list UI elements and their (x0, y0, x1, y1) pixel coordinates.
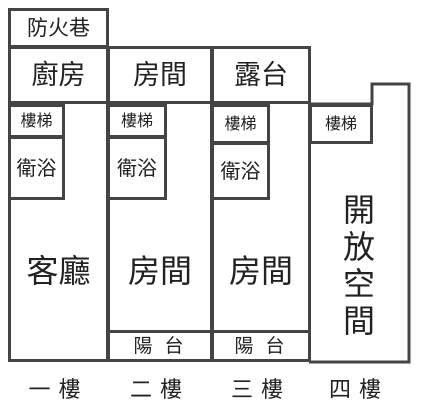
floor4-open-space-label: 開 放 空 間 (309, 176, 409, 356)
floor4-stair-label: 樓梯 (324, 114, 357, 133)
floor3-bath-label: 衛浴 (220, 159, 261, 183)
floor2-caption: 二樓 (129, 378, 190, 403)
floor2-bath-box (107, 136, 167, 200)
open-space-char-1: 開 (342, 191, 375, 230)
floor2-bath-label: 衛浴 (117, 156, 157, 180)
floor4-stair-box (309, 104, 373, 144)
floor1-bath-box (8, 136, 65, 200)
floor1-living-room-label: 客廳 (26, 252, 91, 290)
floor2-top-room-box (107, 46, 213, 104)
floor3-caption: 三樓 (230, 378, 291, 403)
floor2-top-room-label: 房間 (133, 59, 187, 91)
open-space-char-2: 放 (342, 228, 375, 267)
floor3-balcony-label: 陽 台 (234, 334, 288, 357)
fire-alley-label: 防火巷 (27, 15, 90, 40)
floor2-stair-label: 樓梯 (120, 111, 153, 130)
floor1-kitchen-label: 廚房 (31, 59, 86, 91)
floor3-balcony-box (211, 330, 311, 362)
floor2-balcony-label: 陽 台 (133, 334, 187, 357)
floor1-bath-label: 衛浴 (16, 156, 57, 180)
floor3-main-room-label: 房間 (228, 252, 293, 290)
floor1-caption: 一樓 (28, 378, 89, 403)
floor3-bath-box (211, 142, 270, 200)
floor1-stair-label: 樓梯 (20, 111, 53, 130)
open-space-char-3: 空 (342, 265, 375, 303)
floor2-balcony-box (107, 330, 213, 362)
floor2-main-room-label: 房間 (127, 252, 192, 290)
open-space-char-4: 間 (342, 301, 375, 340)
floor3-terrace-box (211, 46, 311, 104)
floor3-stair-label: 樓梯 (224, 114, 257, 133)
floor4-caption: 四樓 (328, 378, 389, 403)
floor3-terrace-label: 露台 (234, 59, 288, 91)
